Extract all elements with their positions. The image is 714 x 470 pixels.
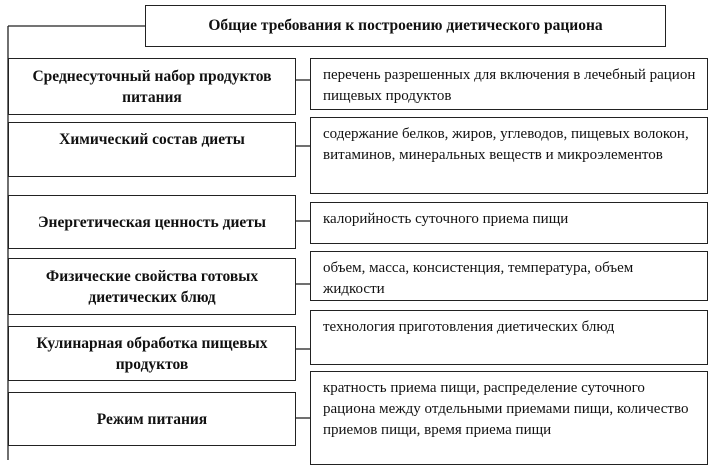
description-box-energy: калорийность суточного приема пищи: [310, 202, 708, 244]
diagram-title-text: Общие требования к построению диетическо…: [208, 17, 603, 35]
category-label: Химический состав диеты: [59, 131, 245, 148]
description-text: технология приготовления диетических блю…: [323, 319, 615, 335]
description-box-regime: кратность приема пищи, распределение сут…: [310, 371, 708, 465]
category-label: Кулинарная обработка пищевых продуктов: [36, 334, 268, 373]
category-box-regime: Режим питания: [8, 392, 296, 446]
description-box-culinary: технология приготовления диетических блю…: [310, 310, 708, 365]
category-box-energy: Энергетическая ценность диеты: [8, 195, 296, 249]
description-text: перечень разрешенных для включения в леч…: [323, 67, 696, 104]
category-box-daily-set: Среднесуточный набор продуктов питания: [8, 58, 296, 115]
description-box-physical: объем, масса, консистенция, температура,…: [310, 251, 708, 301]
description-box-chemical: содержание белков, жиров, углеводов, пищ…: [310, 117, 708, 194]
description-text: объем, масса, консистенция, температура,…: [323, 260, 634, 297]
category-box-chemical: Химический состав диеты: [8, 122, 296, 177]
category-label: Физические свойства готовых диетических …: [45, 267, 259, 306]
category-box-culinary: Кулинарная обработка пищевых продуктов: [8, 326, 296, 381]
category-label: Режим питания: [96, 410, 208, 428]
description-text: кратность приема пищи, распределение сут…: [323, 380, 689, 438]
description-text: калорийность суточного приема пищи: [323, 211, 569, 227]
category-label: Среднесуточный набор продуктов питания: [32, 67, 272, 106]
diagram-title: Общие требования к построению диетическо…: [145, 5, 666, 47]
description-box-daily-set: перечень разрешенных для включения в леч…: [310, 58, 708, 110]
description-text: содержание белков, жиров, углеводов, пищ…: [323, 126, 689, 163]
category-label: Энергетическая ценность диеты: [38, 213, 266, 231]
category-box-physical: Физические свойства готовых диетических …: [8, 258, 296, 315]
